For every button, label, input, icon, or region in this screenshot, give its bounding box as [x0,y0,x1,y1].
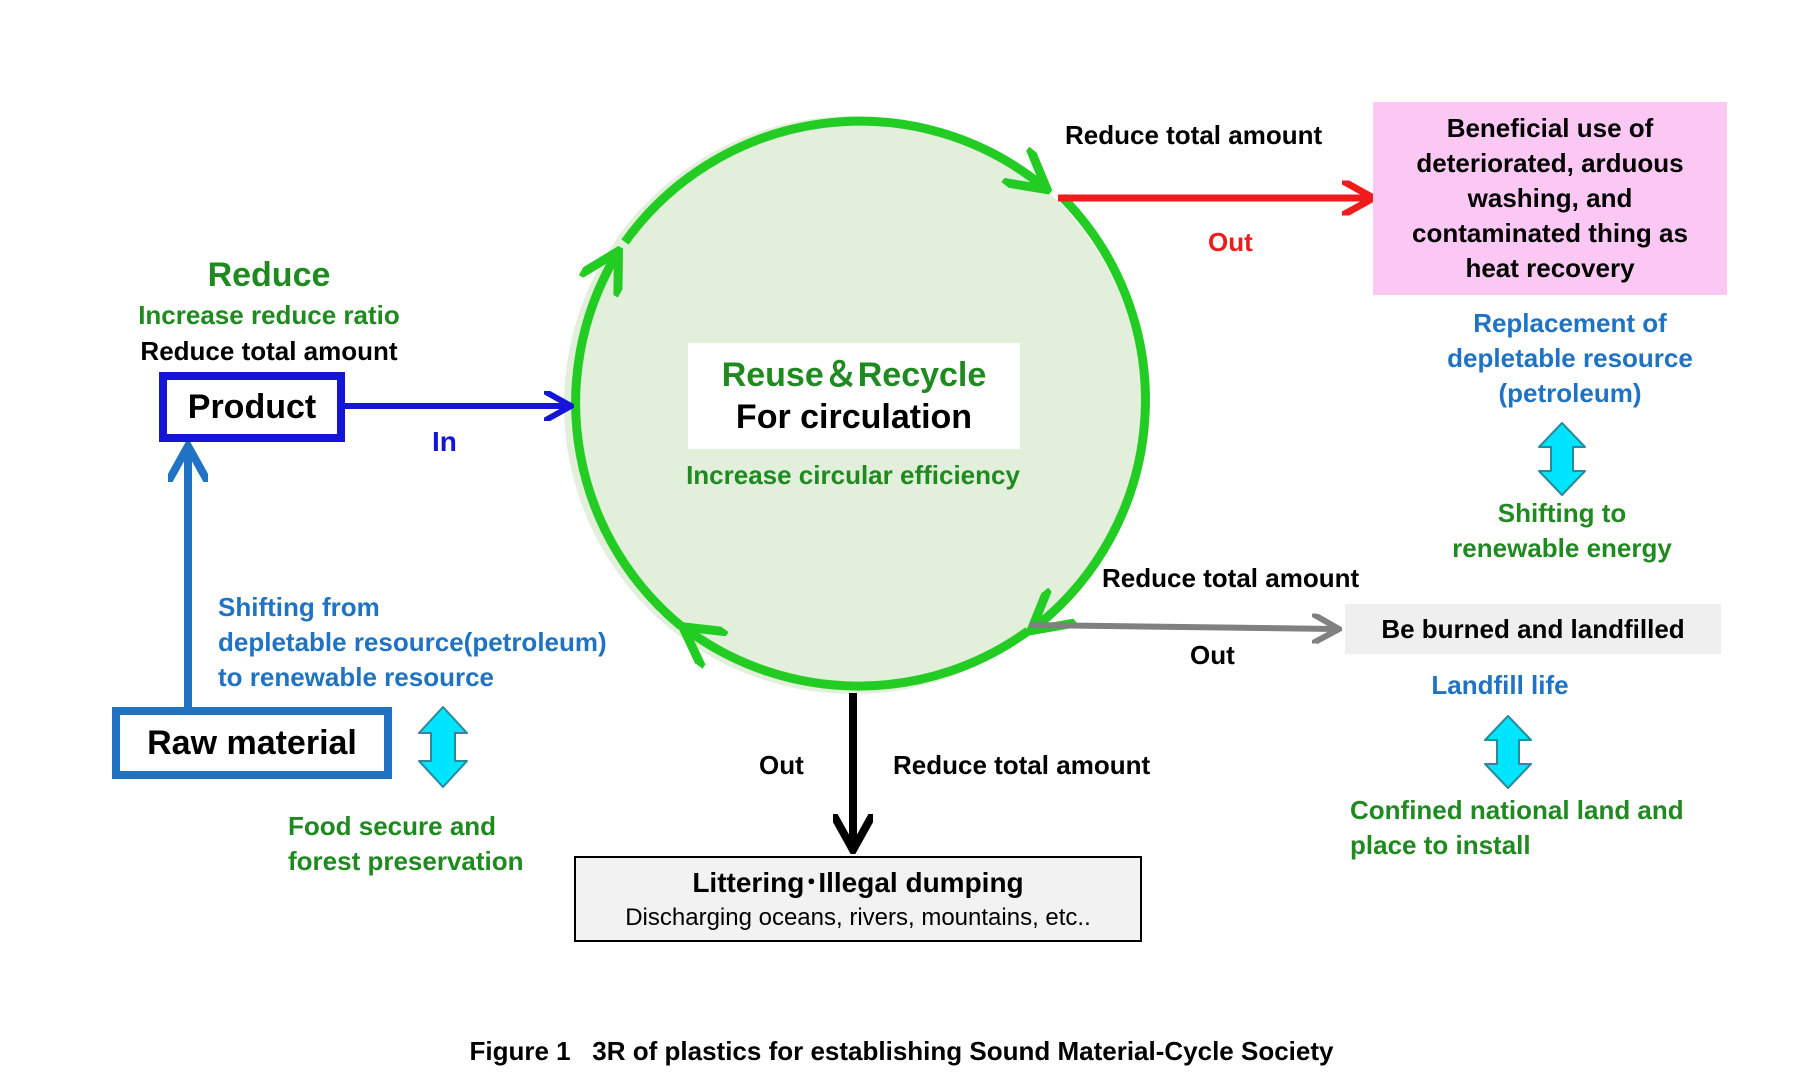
burn-landfill-label: Be burned and landfilled [1381,613,1685,644]
food-line-2: forest preservation [288,846,524,876]
product-box: Product [159,372,345,442]
shifting-resource-text: Shifting from depletable resource(petrol… [218,590,607,695]
energy-line-1: Shifting to [1497,498,1627,528]
reuse-recycle-label: Reuse＆Recycle [721,356,987,394]
double-arrow-icon-land [1484,715,1532,789]
out-label-mid: Out [1190,640,1235,670]
energy-line-2: renewable energy [1452,533,1672,563]
heat-line-4: contaminated thing as [1412,218,1688,248]
center-label-box: Reuse＆Recycle For circulation [688,343,1020,449]
landfill-out-arrow [1029,625,1336,629]
raw-material-box: Raw material [112,707,392,779]
replacement-line-1: Replacement of [1473,308,1667,338]
shifting-line-2: depletable resource(petroleum) [218,627,607,657]
food-line-1: Food secure and [288,811,497,841]
burn-landfill-box: Be burned and landfilled [1345,604,1721,654]
shifting-energy-text: Shifting to renewable energy [1400,496,1724,566]
shifting-line-1: Shifting from [218,592,380,622]
reduce-ratio-label: Increase reduce ratio [138,300,400,330]
replacement-text: Replacement of depletable resource (petr… [1410,306,1730,411]
cycle-arrow-top [621,116,1040,245]
product-label: Product [187,387,317,426]
double-arrow-icon-food [418,706,468,788]
landfill-life-label: Landfill life [1431,670,1569,700]
figure-caption: Figure 1 3R of plastics for establishing… [469,1036,1334,1066]
heat-line-5: heat recovery [1465,253,1635,283]
confined-land-text: Confined national land and place to inst… [1350,793,1684,863]
heat-recovery-box: Beneficial use of deteriorated, arduous … [1373,102,1727,295]
reduce-total-bottom: Reduce total amount [893,750,1151,780]
reduce-total-left: Reduce total amount [140,336,398,366]
in-label: In [432,426,457,457]
replacement-line-2: depletable resource [1447,343,1693,373]
confined-line-2: place to install [1350,830,1531,860]
food-forest-text: Food secure and forest preservation [288,809,524,879]
littering-subtitle: Discharging oceans, rivers, mountains, e… [625,904,1091,931]
heat-line-1: Beneficial use of [1446,113,1654,143]
confined-line-1: Confined national land and [1350,795,1684,825]
heat-line-3: washing, and [1467,183,1633,213]
heat-line-2: deteriorated, arduous [1416,148,1684,178]
for-circulation-label: For circulation [735,398,973,436]
reduce-total-mid: Reduce total amount [1102,563,1360,593]
littering-box: Littering･Illegal dumping Discharging oc… [574,856,1142,942]
cycle-arrow-left [571,259,684,630]
raw-material-label: Raw material [147,723,357,762]
replacement-line-3: (petroleum) [1498,378,1642,408]
double-arrow-icon-energy [1538,422,1586,496]
cycle-arrow-bottom [690,631,1031,691]
out-label-top: Out [1208,227,1253,257]
littering-title: Littering･Illegal dumping [692,867,1024,898]
efficiency-label: Increase circular efficiency [686,460,1020,490]
reduce-title: Reduce [207,256,331,294]
shifting-line-3: to renewable resource [218,662,494,692]
reduce-total-top: Reduce total amount [1065,120,1323,150]
cycle-arrow-right [1038,193,1150,625]
out-label-bottom: Out [759,750,804,780]
